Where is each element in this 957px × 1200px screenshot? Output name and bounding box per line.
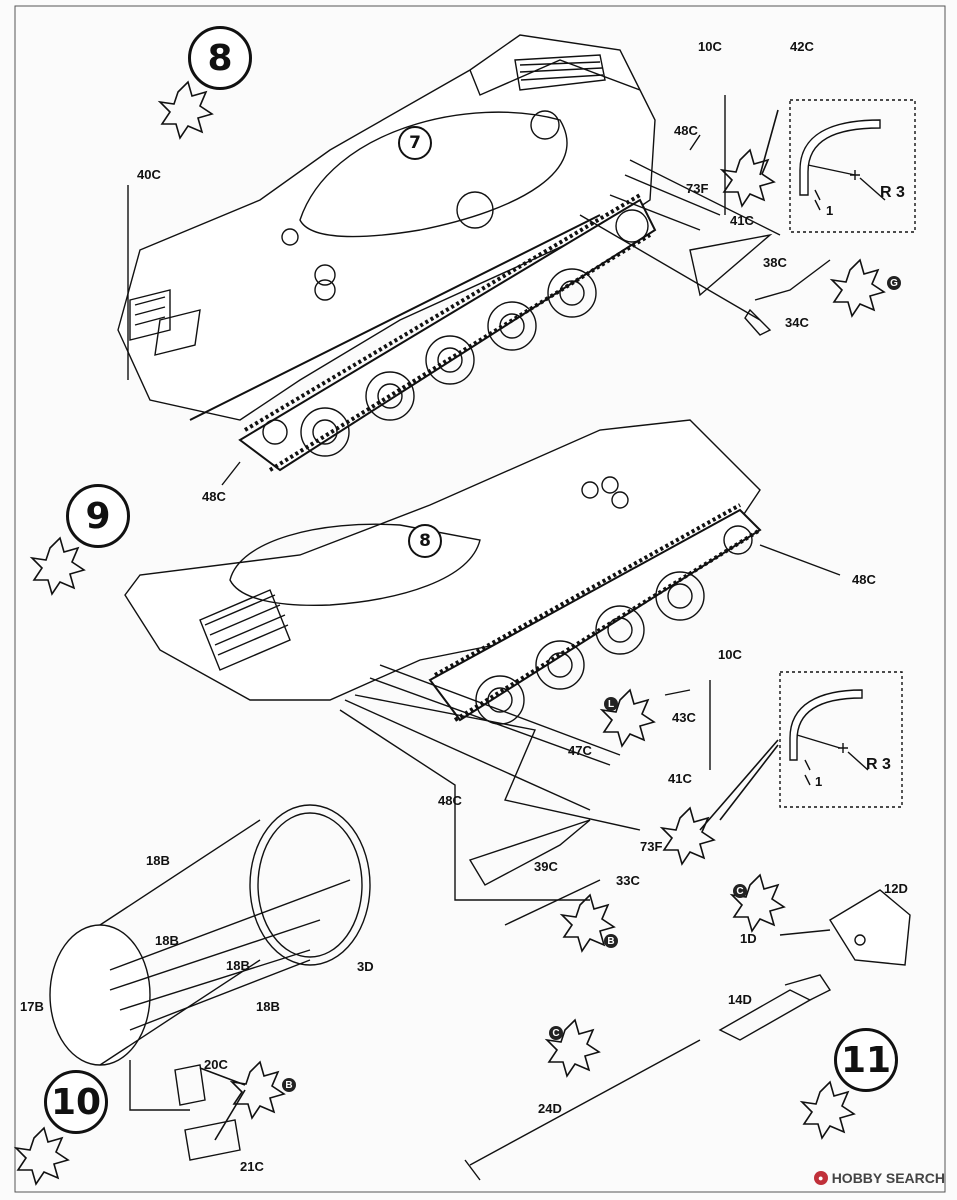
part-label-39c: 39C [534,859,558,874]
part-label-18b: 18B [226,958,250,973]
part-label-21c: 21C [240,1159,264,1174]
step9-hull-drawing [49,419,841,1161]
part-label-38c: 38C [763,255,787,270]
part-label-43c: 43C [672,710,696,725]
step-9-number: 9 [66,484,130,548]
part-label-20c: 20C [204,1057,228,1072]
step8-hull-drawing [117,34,831,486]
sprue-letter-b: B [604,934,618,948]
watermark-text: HOBBY SEARCH [831,1170,945,1186]
part-label-47c: 47C [568,743,592,758]
sprue-letter-b: B [282,1078,296,1092]
part-label-41c: 41C [730,213,754,228]
part-label-48c: 48C [852,572,876,587]
step-10-number: 10 [44,1070,108,1134]
hobbysearch-logo-icon: ● [813,1171,828,1185]
part-label-3d: 3D [357,959,374,974]
detail-box-top [789,99,916,233]
step-8-number: 8 [188,26,252,90]
detail-radius-label: R 3 [866,756,891,773]
part-label-12d: 12D [884,881,908,896]
watermark: ● HOBBY SEARCH [813,1170,945,1186]
part-label-1d: 1D [740,931,757,946]
detail-radius-label: R 3 [880,184,905,201]
part-label-48c: 48C [438,793,462,808]
part-label-34c: 34C [785,315,809,330]
detail-dimension-label: 1 [815,774,823,789]
part-label-33c: 33C [616,873,640,888]
part-label-41c: 41C [668,771,692,786]
part-label-14d: 14D [728,992,752,1007]
part-label-18b: 18B [155,933,179,948]
step-11-number: 11 [834,1028,898,1092]
cement-star-icons [13,80,886,1186]
part-label-17b: 17B [20,999,44,1014]
part-label-42c: 42C [790,39,814,54]
sprue-letter-c: C [549,1026,563,1040]
part-label-18b: 18B [146,853,170,868]
part-label-18b: 18B [256,999,280,1014]
detail-box-bottom [779,671,903,808]
sprue-letter-g: G [887,276,901,290]
detail-dimension-label: 1 [826,203,834,218]
part-label-10c: 10C [698,39,722,54]
part-label-73f: 73F [640,839,663,854]
part-label-10c: 10C [718,647,742,662]
part-label-73f: 73F [686,181,709,196]
part-label-48c: 48C [674,123,698,138]
part-label-24d: 24D [538,1101,562,1116]
sprue-letter-c: C [733,884,747,898]
hull-part-number-8: 8 [408,524,442,558]
part-label-48c: 48C [202,489,226,504]
sprue-letter-l: L [604,697,618,711]
step11-parts-drawing [464,889,911,1181]
hull-part-number-7: 7 [398,126,432,160]
part-label-40c: 40C [137,167,161,182]
